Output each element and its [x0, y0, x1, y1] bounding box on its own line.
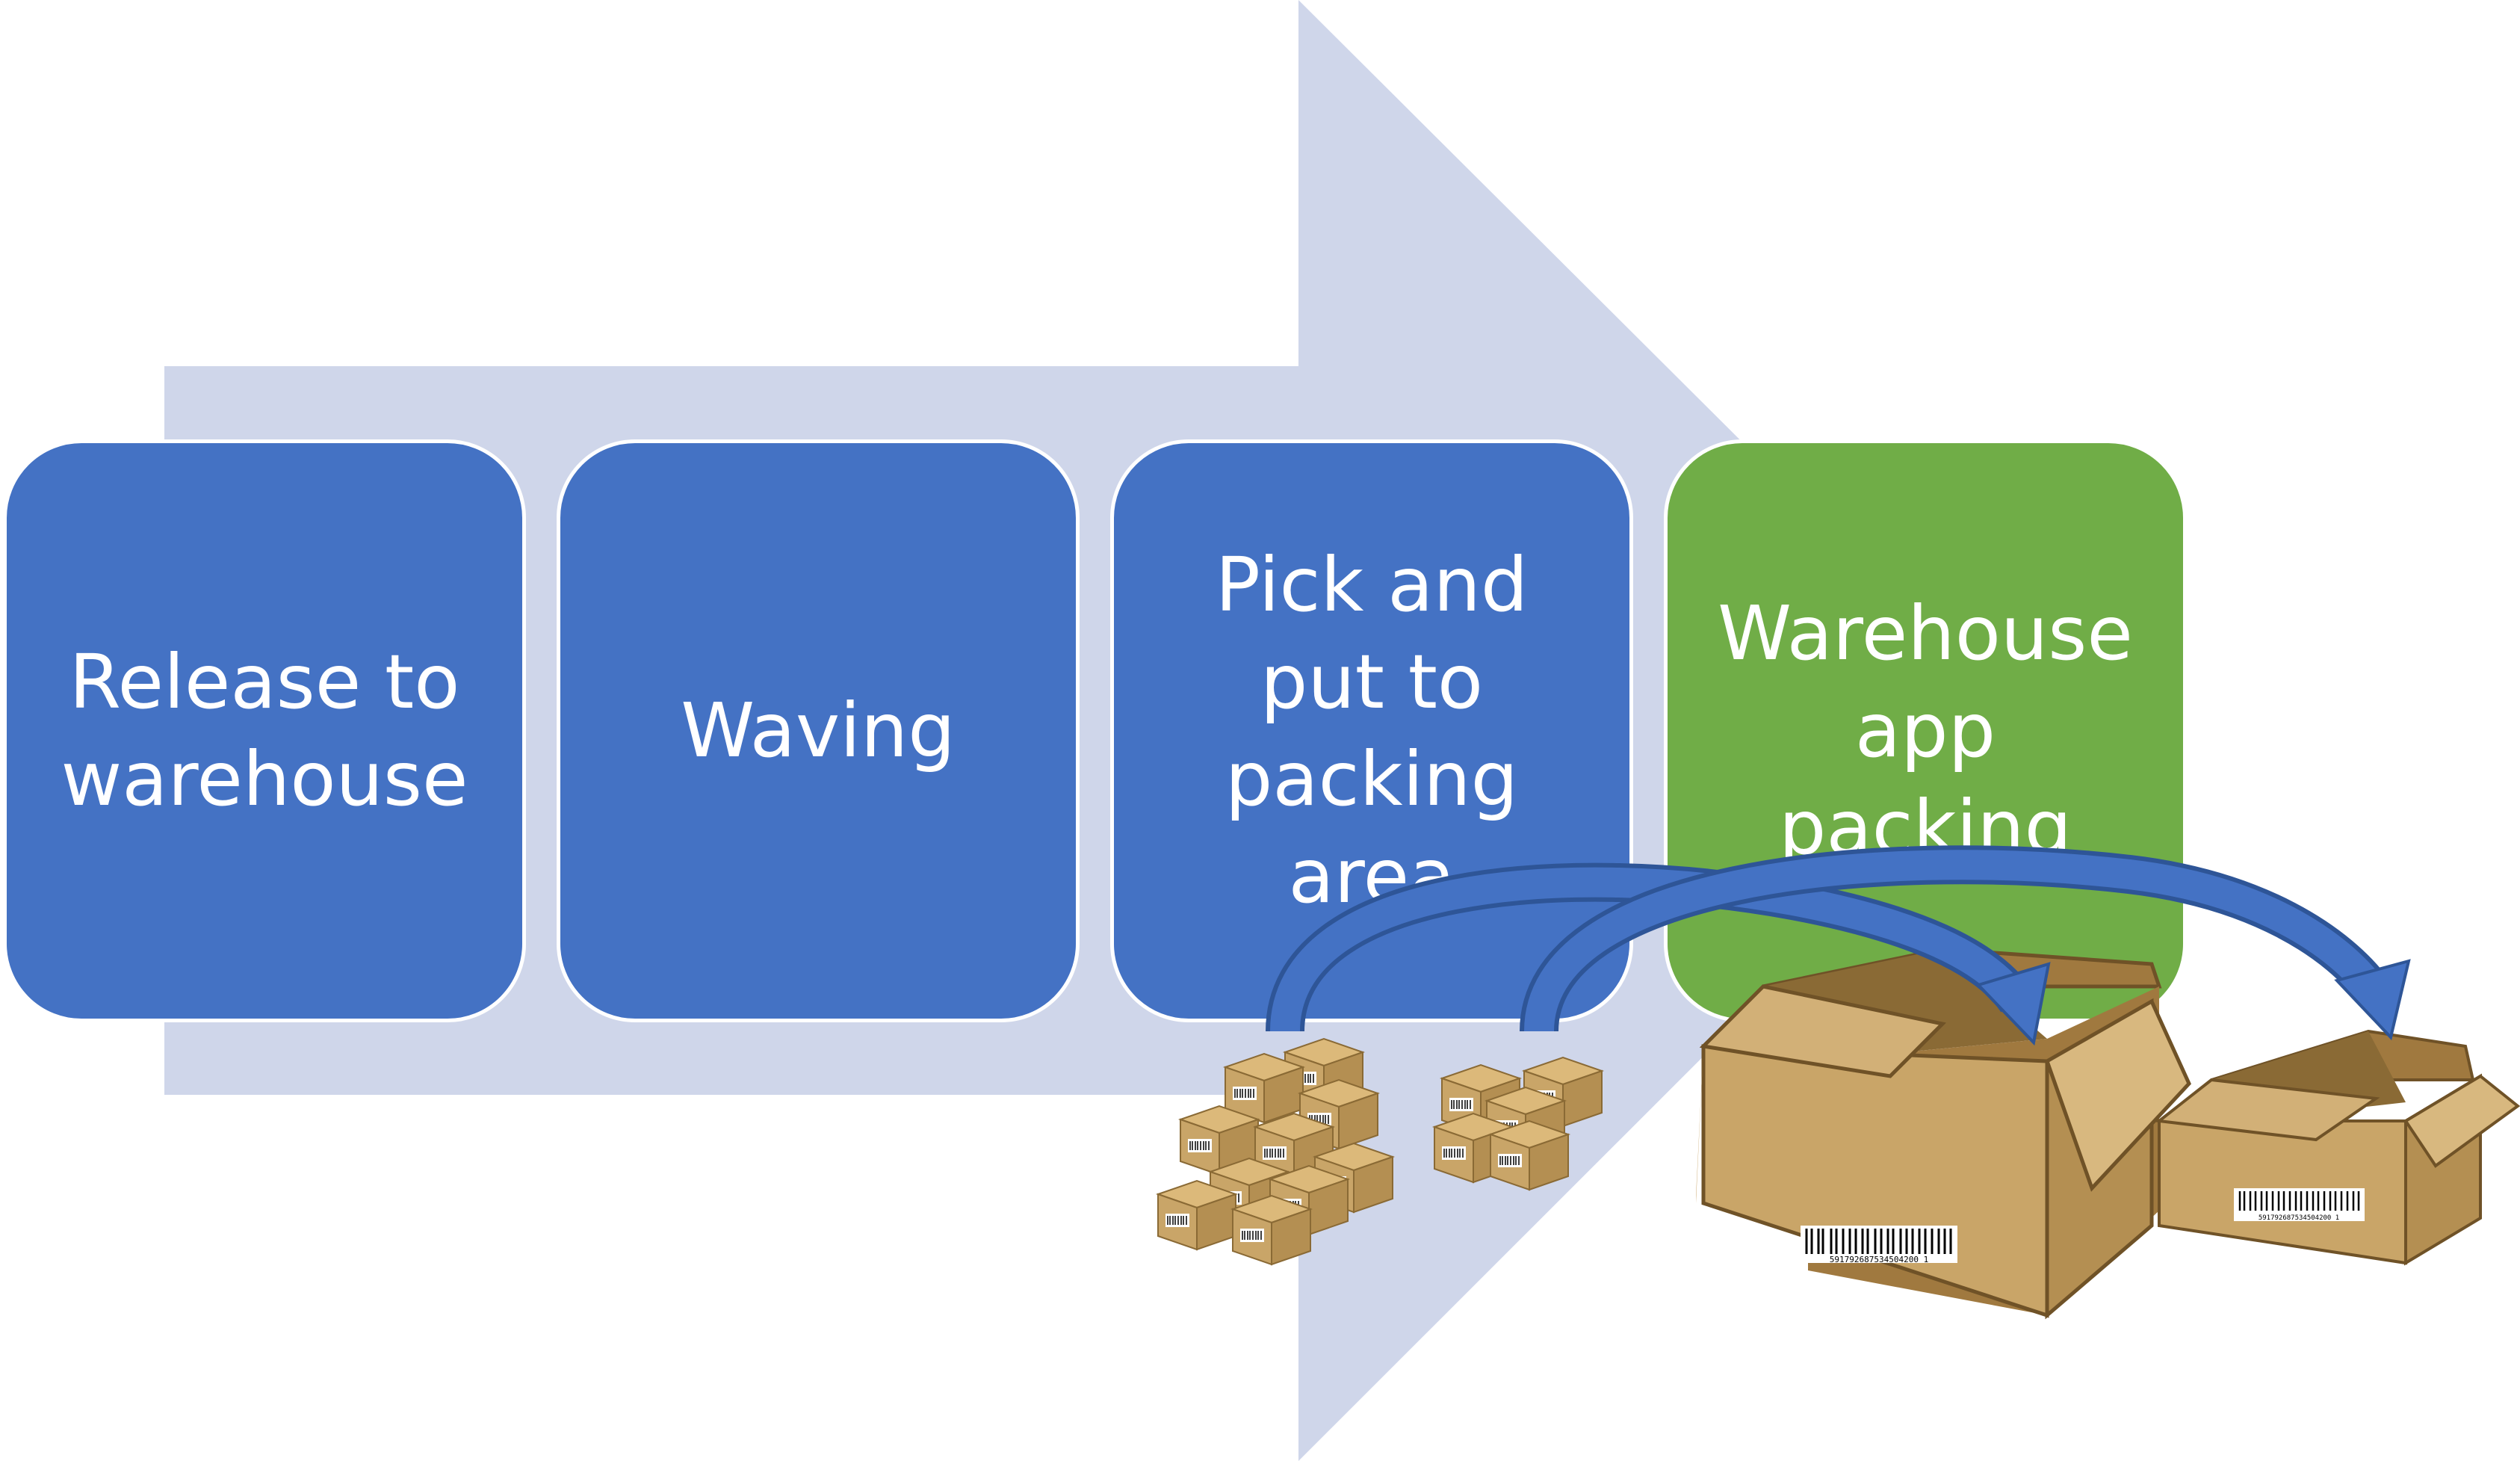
small-box-barcode-number: 591792687534504200 1	[2259, 1214, 2339, 1222]
small-open-box: 591792687534504200 1	[2155, 1029, 2520, 1266]
small-box-barcode: 591792687534504200 1	[2234, 1188, 2365, 1222]
arrowhead-icon	[2334, 959, 2411, 1041]
step-label: Waving	[681, 687, 956, 774]
curved-arrow-right-pile	[1520, 845, 2411, 1041]
large-open-box: 591792687534504200 1	[1696, 947, 2191, 1418]
large-box-barcode: 591792687534504200 1	[1801, 1226, 1957, 1264]
carton-pile-right	[1434, 1057, 1603, 1190]
step-label: Release to warehouse	[61, 638, 468, 823]
carton-pile-left	[1157, 1038, 1393, 1265]
step-label: Pick and put to packing area	[1215, 541, 1529, 920]
arrowhead-icon	[1975, 962, 2051, 1046]
step-waving: Waving	[557, 439, 1080, 1022]
large-box-barcode-number: 591792687534504200 1	[1830, 1255, 1928, 1264]
step-release-to-warehouse: Release to warehouse	[3, 439, 526, 1022]
